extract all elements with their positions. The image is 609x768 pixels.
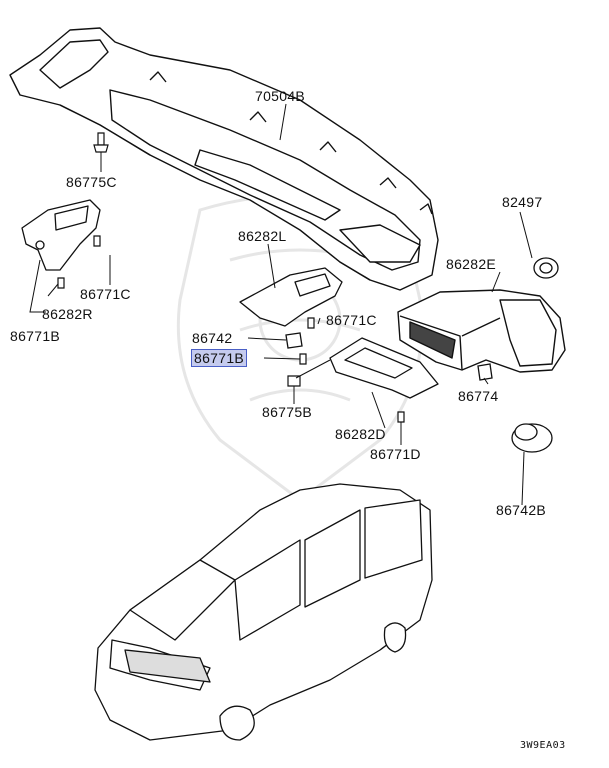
leader-lines bbox=[29, 103, 533, 506]
screw-86771B-left[interactable] bbox=[57, 277, 65, 289]
callout-86742[interactable]: 86742 bbox=[192, 330, 233, 346]
screw-86771C-left[interactable] bbox=[93, 235, 101, 247]
callout-86771B-left[interactable]: 86771B bbox=[10, 328, 61, 344]
callout-86742B[interactable]: 86742B bbox=[496, 502, 547, 518]
clip-86774[interactable] bbox=[477, 363, 493, 381]
van-outline bbox=[94, 483, 433, 741]
screw-86771C-mid[interactable] bbox=[307, 317, 315, 329]
duct-86282E[interactable] bbox=[397, 289, 566, 373]
cowl-top-panel-70504B[interactable] bbox=[9, 27, 439, 291]
callout-86282R[interactable]: 86282R bbox=[42, 306, 93, 322]
callout-82497[interactable]: 82497 bbox=[502, 194, 543, 210]
clip-86742[interactable] bbox=[285, 332, 303, 349]
callout-86282L[interactable]: 86282L bbox=[238, 228, 287, 244]
plug-86742B[interactable] bbox=[511, 423, 553, 453]
callout-86775C[interactable]: 86775C bbox=[66, 174, 117, 190]
callout-86775B[interactable]: 86775B bbox=[262, 404, 313, 420]
screw-86771B-hl[interactable] bbox=[299, 353, 307, 365]
bracket-86282L[interactable] bbox=[239, 267, 343, 327]
connector-line bbox=[295, 359, 331, 379]
grommet-82497[interactable] bbox=[533, 257, 559, 279]
diagram-code: 3W9EA03 bbox=[520, 740, 566, 751]
callout-86771D[interactable]: 86771D bbox=[370, 446, 421, 462]
callout-86771B-highlighted[interactable]: 86771B bbox=[191, 349, 248, 367]
bracket-86282R[interactable] bbox=[21, 199, 101, 271]
tray-86282D[interactable] bbox=[329, 337, 439, 399]
bolt-86775B[interactable] bbox=[287, 375, 301, 387]
screw-86771D[interactable] bbox=[397, 411, 405, 423]
callout-86771C-left[interactable]: 86771C bbox=[80, 286, 131, 302]
bolt-86775C[interactable] bbox=[93, 132, 109, 153]
callout-86282E[interactable]: 86282E bbox=[446, 256, 497, 272]
callout-70504B[interactable]: 70504B bbox=[255, 88, 306, 104]
callout-86771C-mid[interactable]: 86771C bbox=[326, 312, 377, 328]
callout-86774[interactable]: 86774 bbox=[458, 388, 499, 404]
callout-86282D[interactable]: 86282D bbox=[335, 426, 386, 442]
